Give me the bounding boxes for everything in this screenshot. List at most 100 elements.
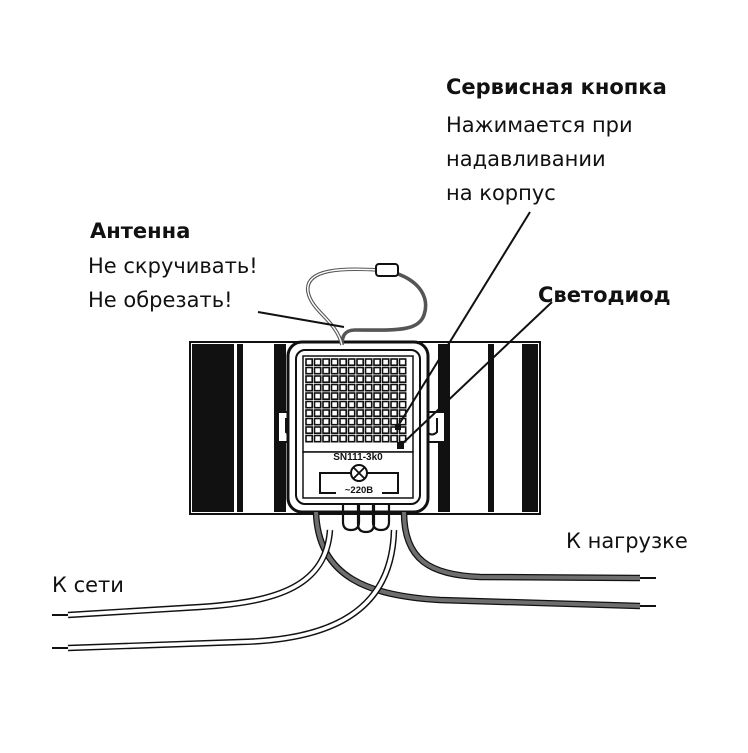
grille-cell: [330, 426, 339, 434]
grille-cell: [390, 400, 398, 409]
grille-cell: [305, 417, 313, 426]
grille-cell: [356, 392, 364, 400]
grille-cell: [305, 366, 313, 375]
grille-cell: [390, 434, 398, 443]
grille-cell: [356, 409, 364, 417]
grille-cell: [356, 400, 364, 409]
grille-cell: [373, 366, 381, 375]
grille-cell: [330, 434, 339, 443]
grille-cell: [339, 409, 347, 417]
grille-cell: [381, 383, 390, 392]
grille-cell: [347, 366, 356, 375]
grille-cell: [381, 358, 390, 366]
grille-cell: [322, 434, 330, 443]
grille-cell: [398, 375, 407, 383]
grille-cell: [322, 400, 330, 409]
grille-cell: [364, 426, 373, 434]
grille-cell: [347, 358, 356, 366]
grille-cell: [398, 400, 407, 409]
grille-cell: [322, 417, 330, 426]
grille-cell: [313, 400, 322, 409]
grille-cell: [330, 409, 339, 417]
grille-cell: [339, 400, 347, 409]
grille-cell: [322, 392, 330, 400]
grille-cell: [390, 366, 398, 375]
grille-cell: [364, 375, 373, 383]
grille-cell: [390, 383, 398, 392]
grille-cell: [356, 366, 364, 375]
grille-cell: [322, 426, 330, 434]
service-button-leader-line: [397, 211, 531, 427]
model-label: SN111-3k0: [333, 452, 383, 463]
grille-cell: [339, 417, 347, 426]
grille-cell: [322, 358, 330, 366]
grille-cell: [313, 392, 322, 400]
grille-cell: [339, 426, 347, 434]
grille-cell: [356, 358, 364, 366]
grille-cell: [339, 392, 347, 400]
grille-cell: [347, 409, 356, 417]
grille-cell: [313, 434, 322, 443]
grille-cell: [364, 434, 373, 443]
grille-cell: [373, 383, 381, 392]
grille-cell: [373, 392, 381, 400]
voltage-label: ~220В: [345, 485, 373, 496]
grille-cell: [381, 400, 390, 409]
grille-cell: [390, 392, 398, 400]
grille-cell: [339, 434, 347, 443]
grille-cell: [305, 392, 313, 400]
grille-cell: [347, 375, 356, 383]
grille-cell: [347, 417, 356, 426]
load-wires: [312, 511, 656, 610]
grille-cell: [305, 426, 313, 434]
grille-cell: [313, 375, 322, 383]
grille-cell: [330, 417, 339, 426]
grille-cell: [313, 426, 322, 434]
grille-cell: [347, 383, 356, 392]
grille-cell: [313, 409, 322, 417]
service-button-note-line-3: на корпус: [446, 181, 556, 205]
grille-cell: [347, 434, 356, 443]
grille-cell: [330, 400, 339, 409]
grille-cell: [305, 375, 313, 383]
grille-cell: [381, 409, 390, 417]
grille-cell: [330, 366, 339, 375]
terminal-loops: [341, 504, 391, 534]
mains-label: К сети: [52, 573, 124, 597]
grille-cell: [373, 417, 381, 426]
grille-cell: [390, 375, 398, 383]
grille-cell: [381, 434, 390, 443]
grille-cell: [390, 358, 398, 366]
grille-cell: [364, 366, 373, 375]
grille-cell: [322, 375, 330, 383]
grille-cell: [356, 417, 364, 426]
ventilation-grille: [305, 358, 407, 443]
grille-cell: [339, 358, 347, 366]
grille-cell: [373, 434, 381, 443]
grille-cell: [347, 426, 356, 434]
grille-cell: [330, 358, 339, 366]
grille-cell: [390, 426, 398, 434]
grille-cell: [356, 375, 364, 383]
grille-cell: [364, 358, 373, 366]
grille-cell: [373, 400, 381, 409]
service-button-note-line-2: надавливании: [446, 147, 606, 171]
grille-cell: [313, 366, 322, 375]
module-casing: SN111-3k0 ~220В: [286, 340, 430, 514]
grille-cell: [364, 417, 373, 426]
grille-cell: [322, 383, 330, 392]
grille-cell: [313, 417, 322, 426]
grille-cell: [339, 383, 347, 392]
antenna-note-line-1: Не скручивать!: [88, 254, 258, 278]
grille-cell: [381, 426, 390, 434]
grille-cell: [322, 409, 330, 417]
grille-cell: [373, 409, 381, 417]
grille-cell: [356, 426, 364, 434]
service-button-note-line-1: Нажимается при: [446, 113, 633, 137]
grille-cell: [305, 409, 313, 417]
grille-cell: [373, 375, 381, 383]
grille-cell: [364, 392, 373, 400]
grille-cell: [381, 417, 390, 426]
grille-cell: [339, 366, 347, 375]
